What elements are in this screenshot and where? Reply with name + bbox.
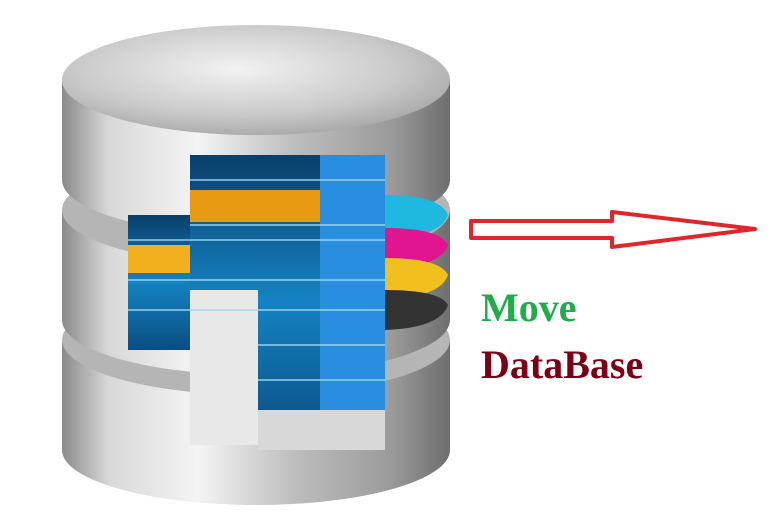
arrow-right-icon: [469, 210, 757, 249]
database-icon: [62, 25, 450, 505]
caption-database: DataBase: [481, 342, 644, 387]
caption-move: Move: [481, 285, 577, 330]
data-layers: [128, 155, 448, 450]
